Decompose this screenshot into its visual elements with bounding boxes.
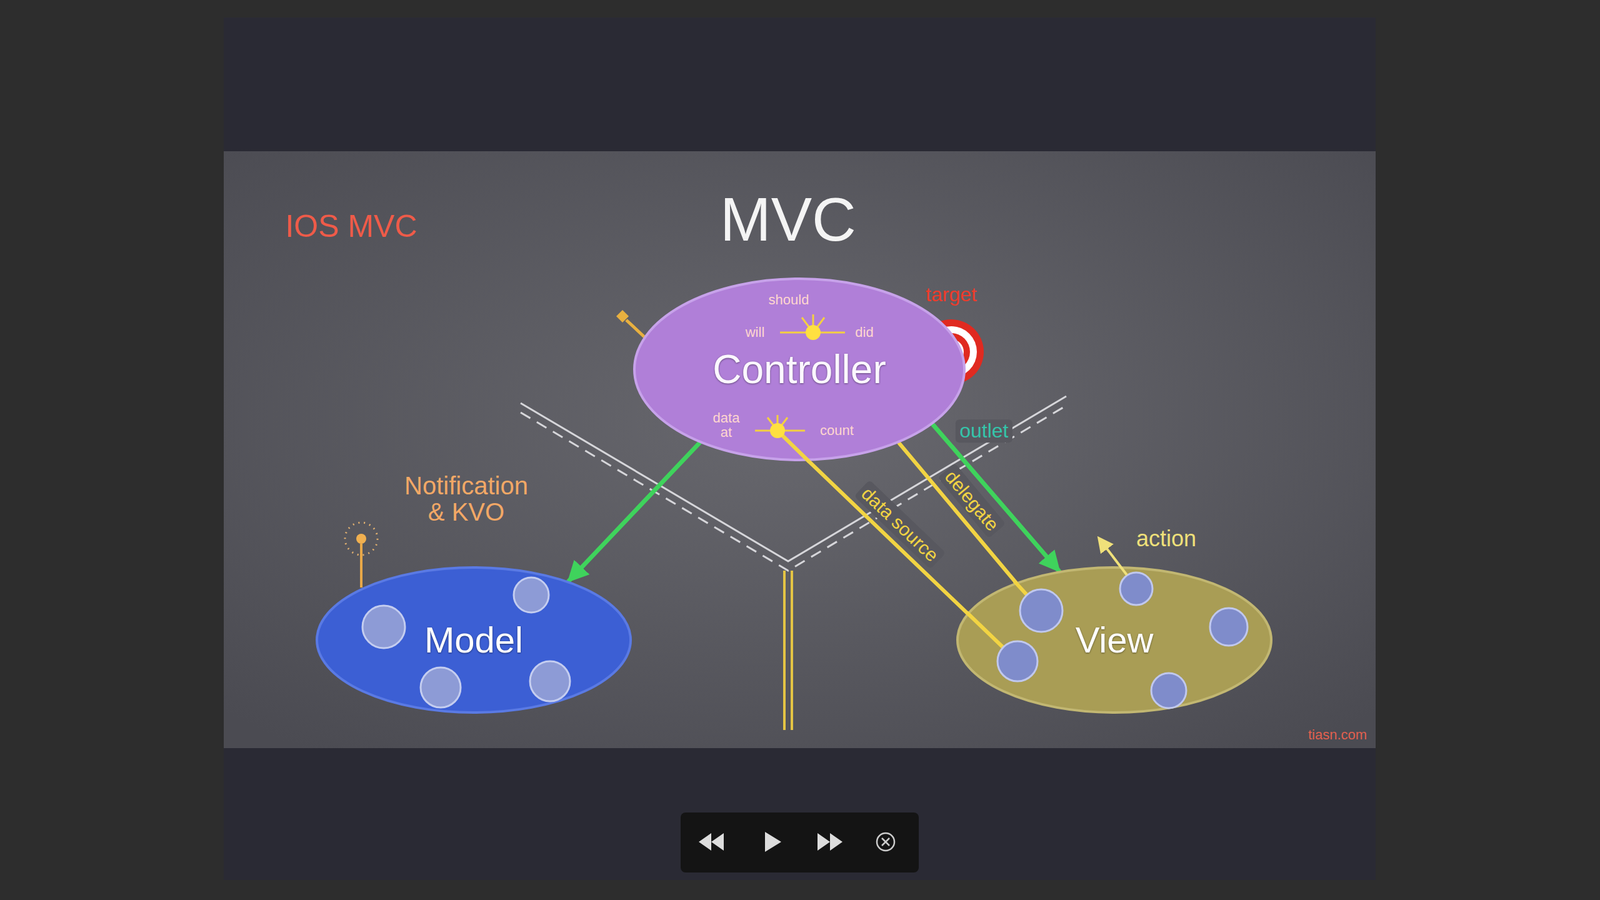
forward-icon bbox=[817, 833, 830, 851]
view-objects bbox=[997, 572, 1248, 709]
chalkboard bbox=[223, 151, 1376, 749]
ellipse-fill bbox=[316, 567, 631, 713]
close-icon bbox=[876, 833, 895, 851]
object-circle bbox=[1120, 572, 1153, 605]
object-circle bbox=[1210, 608, 1248, 646]
antenna-symbol bbox=[345, 522, 378, 588]
view-wires bbox=[777, 430, 1042, 662]
object-circle bbox=[997, 641, 1038, 682]
ellipse-fill bbox=[634, 278, 965, 460]
watermark: tiasn.com bbox=[1308, 727, 1367, 742]
object-circle bbox=[530, 661, 570, 702]
ellipse-fill bbox=[957, 567, 1272, 713]
action-arrow bbox=[1101, 541, 1127, 575]
message-name: did bbox=[855, 325, 874, 340]
star-dot bbox=[770, 423, 785, 439]
node-label: Controller bbox=[712, 349, 886, 390]
outlet-arrow bbox=[932, 424, 1059, 572]
edge-label: outlet bbox=[955, 419, 1012, 444]
play-icon bbox=[765, 831, 782, 852]
model-objects bbox=[362, 577, 570, 708]
message-name: count bbox=[820, 423, 854, 438]
object-circle bbox=[420, 667, 461, 708]
player-panel bbox=[223, 17, 1376, 880]
divider-post bbox=[790, 570, 794, 730]
message-name: data at bbox=[709, 410, 744, 440]
diagram-title: MVC bbox=[720, 187, 857, 252]
reference-arrow bbox=[568, 443, 700, 582]
message-star bbox=[780, 314, 845, 340]
message-name: should bbox=[768, 292, 810, 307]
object-circle bbox=[513, 577, 549, 613]
rewind-icon bbox=[711, 833, 724, 851]
object-circle bbox=[362, 605, 405, 649]
divider-post bbox=[783, 570, 786, 730]
pin-head bbox=[616, 310, 629, 323]
node-label: View bbox=[1075, 621, 1154, 659]
target-label: target bbox=[925, 284, 977, 306]
delegate-line bbox=[898, 443, 1016, 583]
model-ellipse: Model bbox=[315, 566, 632, 714]
corner-tag: IOS MVC bbox=[285, 210, 417, 244]
star-dot bbox=[805, 325, 821, 340]
close-icon bbox=[881, 838, 890, 846]
object-circle bbox=[1020, 589, 1063, 632]
control-bar bbox=[680, 812, 919, 873]
close-icon bbox=[881, 838, 890, 846]
notification-label: Notification & KVO bbox=[399, 472, 534, 525]
pin-stem bbox=[626, 320, 645, 338]
message-name: will bbox=[745, 325, 765, 340]
message-star bbox=[755, 415, 805, 439]
action-label: action bbox=[1136, 526, 1197, 551]
player-controls bbox=[680, 812, 919, 873]
rewind-icon bbox=[698, 833, 712, 851]
forward-icon bbox=[830, 833, 843, 851]
object-circle bbox=[1151, 673, 1187, 709]
node-label: Model bbox=[424, 621, 524, 659]
antenna-knob bbox=[356, 533, 367, 544]
pin-symbol bbox=[616, 310, 645, 338]
antenna-stem bbox=[360, 543, 363, 588]
